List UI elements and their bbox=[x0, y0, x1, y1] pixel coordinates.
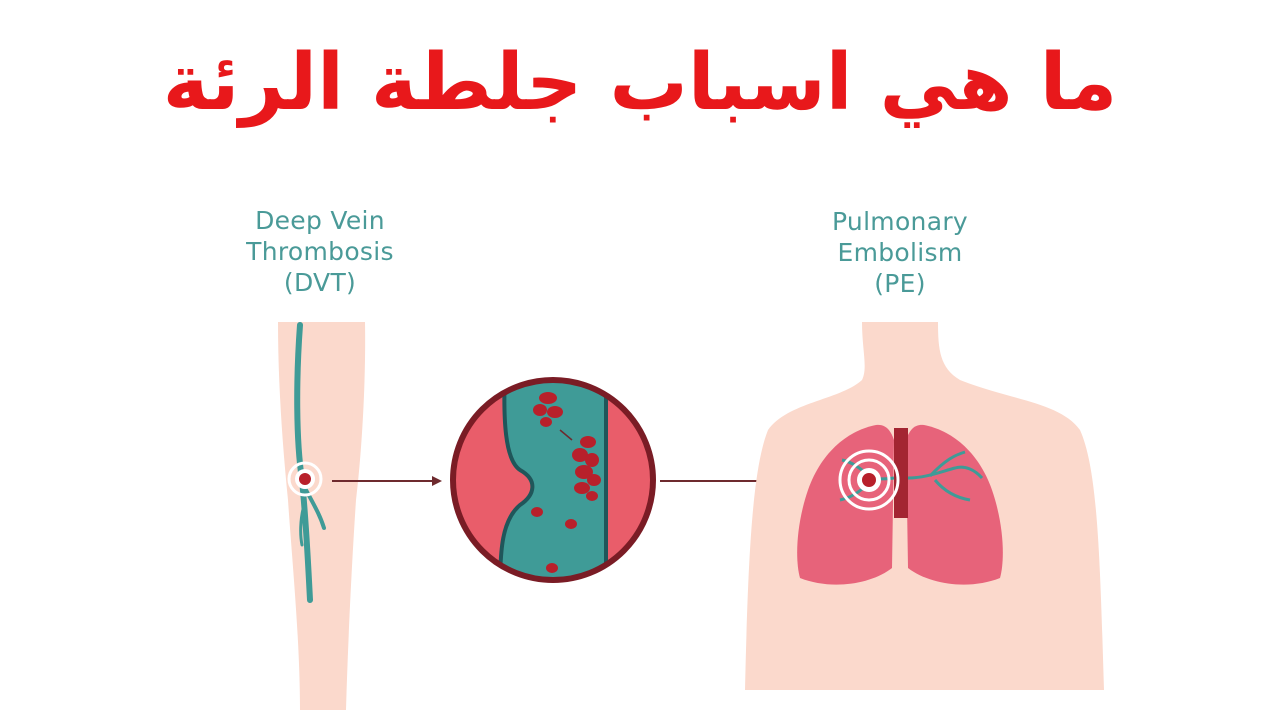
leg bbox=[278, 322, 366, 710]
torso bbox=[745, 322, 1104, 690]
dvt-label: Deep Vein Thrombosis (DVT) bbox=[200, 205, 440, 298]
blood-clot-upper bbox=[533, 392, 563, 427]
pe-label: Pulmonary Embolism (PE) bbox=[780, 206, 1020, 299]
target-rings-icon bbox=[838, 449, 900, 511]
right-lung bbox=[906, 424, 1003, 585]
vein-lumen bbox=[500, 380, 608, 580]
trachea bbox=[894, 428, 908, 518]
blood-clot-wall bbox=[572, 436, 601, 501]
pe-label-line-3: (PE) bbox=[874, 269, 926, 298]
leg-vein-branch-2 bbox=[299, 503, 306, 547]
blood-cell bbox=[531, 507, 543, 517]
left-lung bbox=[797, 424, 894, 585]
pe-label-line-1: Pulmonary bbox=[831, 207, 968, 236]
dvt-label-line-1: Deep Vein bbox=[255, 206, 385, 235]
headline: ما هي اسباب جلطة الرئة bbox=[162, 38, 1118, 128]
target-rings-icon bbox=[287, 461, 323, 497]
blood-cell bbox=[565, 519, 577, 529]
vein-zoom-circle bbox=[450, 377, 656, 583]
clot-direction-arrow bbox=[559, 429, 573, 441]
pe-label-line-2: Embolism bbox=[837, 238, 963, 267]
dvt-label-line-2: Thrombosis bbox=[246, 237, 394, 266]
vein-wall-left bbox=[498, 380, 535, 580]
leg-shape bbox=[278, 322, 366, 710]
blood-cell bbox=[546, 563, 558, 573]
dvt-label-line-3: (DVT) bbox=[283, 268, 357, 297]
zoom-circle-rim bbox=[450, 377, 656, 583]
